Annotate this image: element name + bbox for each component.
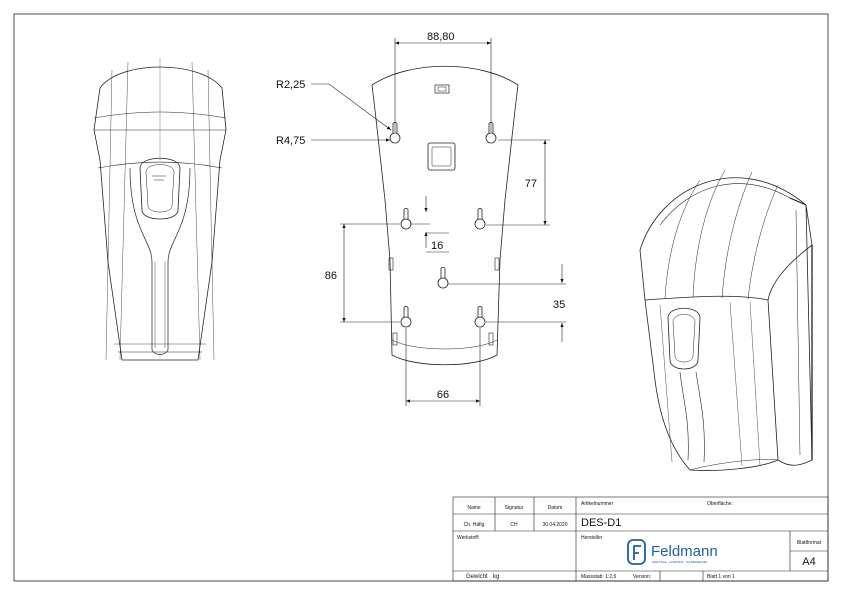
tb-format-value: A4 bbox=[802, 556, 815, 568]
feldmann-logo: Feldmann EDELSTAHL · ALUMINIUM · SCHMIED… bbox=[627, 539, 718, 565]
dim-width-bottom: 66 bbox=[437, 389, 449, 401]
feldmann-logo-icon bbox=[627, 539, 646, 565]
tb-name-value: Ch. Häfig bbox=[464, 522, 485, 528]
tb-date-value: 30.04.2020 bbox=[542, 522, 567, 528]
title-block bbox=[452, 496, 829, 582]
dim-small-offset: 16 bbox=[431, 240, 443, 252]
tb-weight-label: Gewicht bbox=[466, 574, 488, 580]
back-plate-view bbox=[371, 65, 519, 366]
tb-col-date: Datum bbox=[548, 505, 563, 511]
dim-vertical-lower-right: 35 bbox=[553, 299, 565, 311]
sheet-border bbox=[13, 13, 829, 582]
dimension-lines bbox=[311, 38, 566, 406]
dim-vertical-right: 77 bbox=[525, 178, 537, 190]
dim-width-top: 88,80 bbox=[427, 31, 455, 43]
tb-version-label: Version: bbox=[633, 574, 651, 580]
tb-article-value: DES-D1 bbox=[581, 517, 621, 529]
tb-signature-value: CH bbox=[510, 522, 518, 528]
front-view bbox=[93, 58, 227, 361]
tb-col-name: Name bbox=[467, 505, 481, 511]
tb-scale-label: Massstab: 1:2,5 bbox=[581, 574, 617, 580]
dim-vertical-left: 86 bbox=[325, 270, 337, 282]
tb-material-label: Werkstoff: bbox=[457, 535, 479, 541]
tb-surface-label: Oberfläche: bbox=[707, 501, 733, 507]
feldmann-logo-f-glyph bbox=[633, 545, 641, 560]
tb-manufacturer-label: Hersteller bbox=[581, 535, 603, 541]
feldmann-logo-text: Feldmann bbox=[651, 543, 718, 560]
tb-format-label: Blattformat bbox=[797, 540, 822, 546]
tb-sheet-label: Blatt 1 von 1 bbox=[707, 574, 735, 580]
tb-weight-unit: kg bbox=[493, 574, 499, 580]
title-block-text: Name Signatur Datum Ch. Häfig CH 30.04.2… bbox=[457, 501, 822, 580]
tb-col-signature: Signatur bbox=[505, 505, 524, 511]
dim-radius-large: R4,75 bbox=[276, 135, 305, 147]
dim-radius-small: R2,25 bbox=[276, 79, 305, 91]
isometric-view bbox=[639, 169, 813, 471]
feldmann-logo-tagline: EDELSTAHL · ALUMINIUM · SCHMIEDEEISEN bbox=[652, 560, 707, 564]
tb-article-label: Artikelnummer bbox=[581, 501, 614, 507]
